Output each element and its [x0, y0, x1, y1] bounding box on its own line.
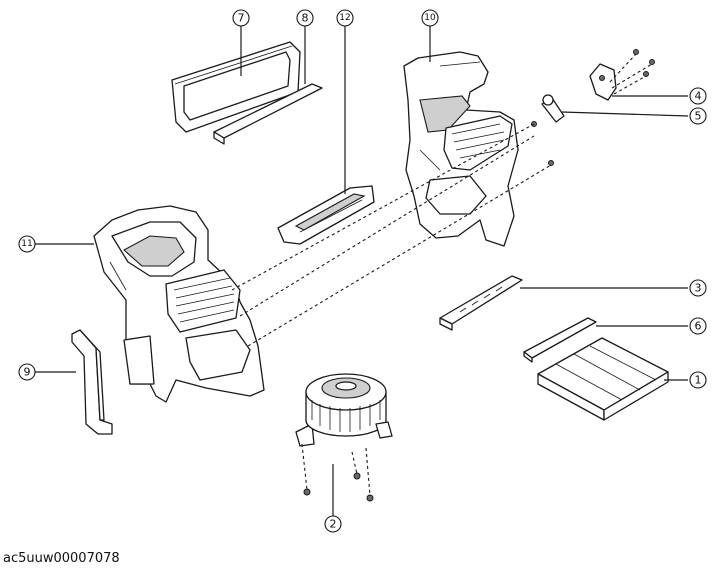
part-6-seal-strip	[523, 317, 597, 363]
callout-1-label: 1	[695, 374, 702, 387]
part-12-duct-adapter	[277, 185, 375, 245]
part-11-blower-case	[93, 205, 265, 403]
callout-9-label: 9	[24, 366, 31, 379]
callout-4-label: 4	[695, 90, 702, 103]
callout-10-label: 10	[424, 13, 436, 23]
callout-2-label: 2	[330, 518, 337, 531]
callout-12: 12	[336, 9, 354, 27]
callout-7-label: 7	[238, 12, 245, 25]
callout-6: 6	[689, 317, 707, 335]
leader-lines	[35, 26, 689, 516]
callout-5: 5	[689, 107, 707, 125]
part-8-foam-strip	[213, 83, 323, 145]
part-2-fan-blades	[311, 400, 381, 432]
part-3-slots	[459, 286, 503, 313]
callout-3-label: 3	[695, 282, 702, 295]
part-4-resistor	[589, 49, 655, 101]
assembly-guide-lines	[231, 53, 653, 497]
part-10-upper-housing	[403, 51, 519, 247]
part-3-filter-frame	[439, 275, 523, 331]
callout-6-label: 6	[695, 320, 702, 333]
callout-7: 7	[232, 9, 250, 27]
part-2-screws	[303, 472, 374, 502]
part-11-filter-slots	[173, 277, 235, 323]
part-2-blower-motor	[295, 373, 393, 447]
part-1-air-filter	[537, 337, 669, 421]
part-1-pleats	[555, 345, 657, 401]
callout-12-label: 12	[339, 13, 350, 23]
callout-5-label: 5	[695, 110, 702, 123]
part-9-bracket	[71, 329, 113, 435]
housing-screws	[531, 121, 554, 166]
callout-9: 9	[18, 363, 36, 381]
callout-2: 2	[324, 515, 342, 533]
figure-code-label: ac5uuw00007078	[3, 551, 120, 566]
callout-1: 1	[689, 371, 707, 389]
part-7-seal-gasket	[171, 41, 301, 133]
callout-3: 3	[689, 279, 707, 297]
callout-11-label: 11	[21, 239, 32, 249]
part-5-bolt	[541, 94, 565, 123]
part-10-fan-fins	[451, 123, 505, 159]
callout-8-label: 8	[302, 12, 309, 25]
callout-10: 10	[421, 9, 439, 27]
callout-8: 8	[296, 9, 314, 27]
callout-4: 4	[689, 87, 707, 105]
callout-11: 11	[18, 235, 36, 253]
